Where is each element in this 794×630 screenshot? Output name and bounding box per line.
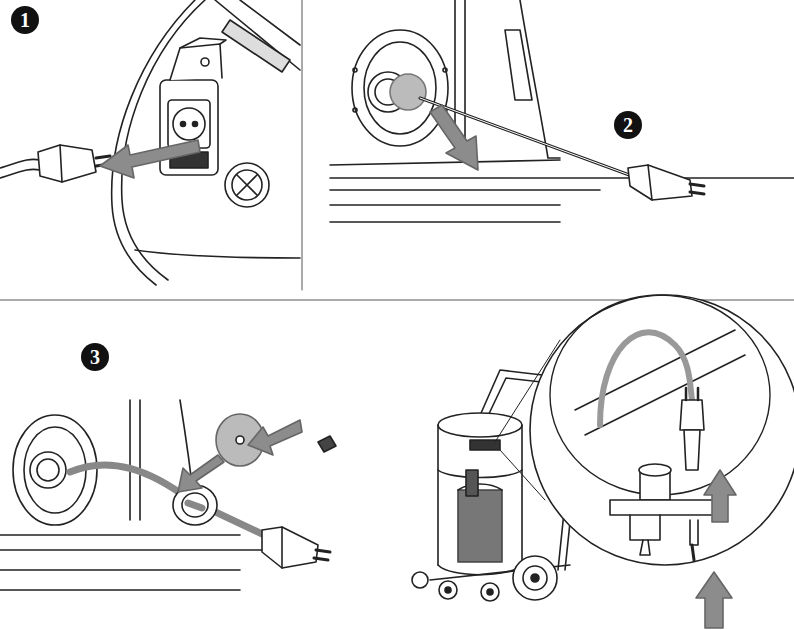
callout-number: 1 <box>11 6 39 34</box>
panel-two-figure <box>330 0 794 222</box>
callout-number: 3 <box>81 343 109 371</box>
vacuum-figure <box>412 295 794 628</box>
panel-one-figure <box>0 0 300 285</box>
callout-number: 2 <box>614 111 642 139</box>
panel-three-figure <box>0 400 336 590</box>
divider <box>302 0 303 290</box>
